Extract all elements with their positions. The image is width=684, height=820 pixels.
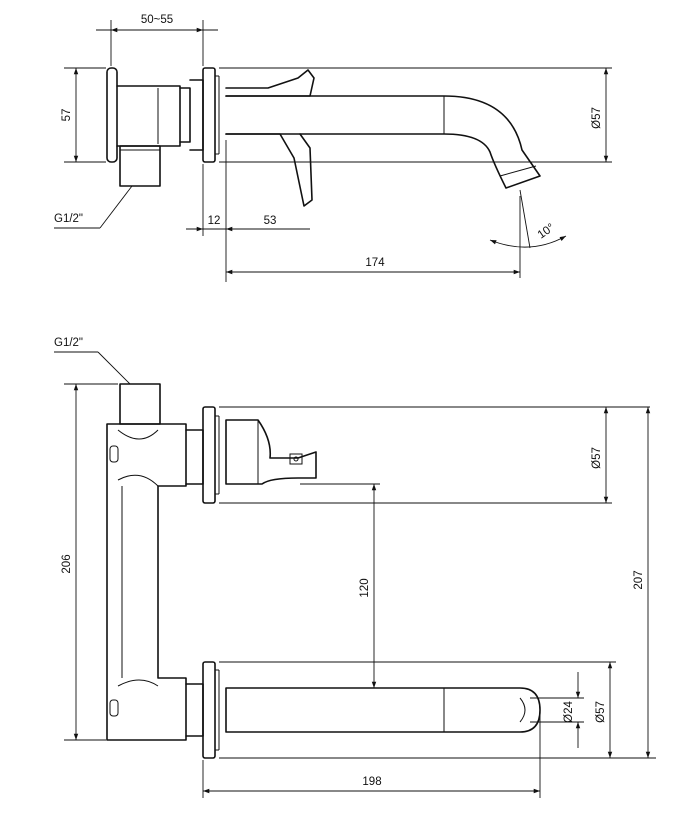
side-spout	[225, 95, 541, 189]
dim-12-53: 12 53	[186, 140, 310, 282]
side-thread-callout: G1/2"	[54, 185, 133, 229]
dim-207: 207	[219, 407, 656, 759]
dim-angle: 10°	[489, 189, 567, 249]
dim-120: 120	[300, 483, 380, 688]
dim-198: 198	[202, 712, 541, 798]
dim-outlet-diameter: Ø24	[530, 672, 584, 748]
dim-50-55: 50~55	[96, 14, 218, 66]
dim-upper-diameter-label: Ø57	[591, 447, 603, 469]
top-thread-callout: G1/2"	[54, 337, 131, 385]
dim-side-diameter-label: Ø57	[591, 107, 603, 129]
dim-207-label: 207	[633, 570, 645, 589]
side-thread-label: G1/2"	[54, 213, 83, 225]
dim-outlet-diameter-label: Ø24	[563, 701, 575, 723]
top-handle	[225, 419, 317, 485]
dim-174: 174	[226, 196, 521, 278]
dim-side-diameter: Ø57	[219, 67, 612, 163]
dim-57-label: 57	[61, 109, 73, 122]
dim-174-label: 174	[365, 257, 385, 269]
dim-12-label: 12	[208, 215, 221, 227]
dim-lower-diameter: Ø57	[219, 661, 616, 758]
dim-50-55-label: 50~55	[141, 14, 173, 26]
dim-206: 206	[61, 383, 118, 741]
side-view: 50~55 57 Ø57 G1/2" 12	[54, 14, 612, 282]
top-lower-plate	[202, 661, 220, 759]
dim-206-label: 206	[61, 554, 73, 573]
dim-upper-diameter: Ø57	[219, 406, 650, 504]
dim-120-label: 120	[359, 578, 371, 597]
side-valve-body	[106, 67, 204, 187]
angle-label: 10°	[536, 222, 557, 242]
top-thread-label: G1/2"	[54, 337, 83, 349]
dim-53-label: 53	[264, 215, 277, 227]
dim-198-label: 198	[362, 776, 381, 788]
dim-lower-diameter-label: Ø57	[595, 701, 607, 723]
side-wall-plate	[202, 67, 220, 163]
top-upper-plate	[202, 406, 220, 504]
side-lever-handle	[225, 69, 315, 207]
top-spout	[225, 687, 541, 733]
dim-57-height: 57	[61, 67, 106, 163]
top-view: G1/2" Ø57 120 206 207	[54, 337, 656, 798]
top-valve-body	[106, 383, 204, 741]
